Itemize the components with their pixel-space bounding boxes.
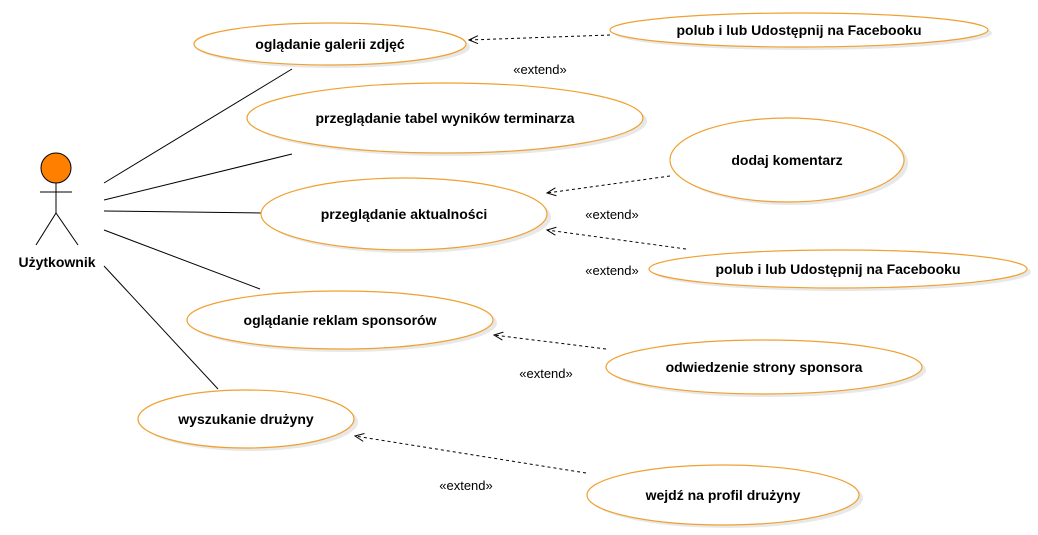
use-case-galeria[interactable]: oglądanie galerii zdjęć (193, 22, 470, 68)
extend-label: «extend» (519, 366, 573, 381)
association-galeria (103, 68, 293, 184)
extend-arrow-komentarz (547, 175, 671, 193)
use-case-komentarz[interactable]: dodaj komentarz (669, 117, 908, 205)
actor-uzytkownik[interactable]: Użytkownik (18, 152, 96, 270)
use-case-fb-aktualnosci[interactable]: polub i lub Udostępnij na Facebooku (648, 249, 1031, 291)
use-case-label: wejdź na profil drużyny (645, 487, 801, 503)
use-case-druzyny[interactable]: wyszukanie drużyny (137, 389, 358, 451)
use-case-label: przeglądanie aktualności (321, 206, 488, 222)
actor-left-leg (35, 212, 57, 246)
use-case-tabele[interactable]: przeglądanie tabel wyników terminarza (246, 82, 647, 156)
extend-arrow-fb-aktualnosci (547, 230, 687, 250)
use-case-reklamy[interactable]: oglądanie reklam sponsorów (186, 290, 497, 352)
actor-right-leg (55, 212, 79, 246)
actor-label: Użytkownik (18, 254, 95, 270)
extend-label: «extend» (513, 62, 567, 77)
association-reklamy (103, 229, 261, 290)
extend-label: «extend» (585, 207, 639, 222)
association-tabele (103, 153, 293, 201)
use-case-label: dodaj komentarz (731, 152, 842, 168)
association-druzyny (103, 265, 219, 390)
association-aktualnosci (103, 210, 263, 214)
extend-arrow-strona-sponsora (494, 335, 607, 350)
use-case-label: wyszukanie drużyny (177, 411, 314, 427)
use-case-profil-druzyny[interactable]: wejdź na profil drużyny (586, 464, 863, 528)
use-case-fb-galeria[interactable]: polub i lub Udostępnij na Facebooku (609, 12, 992, 50)
extend-arrow-profil-druzyny (355, 436, 587, 474)
extend-arrow-fb-galeria (469, 34, 611, 40)
use-case-strona-sponsora[interactable]: odwiedzenie strony sponsora (605, 339, 926, 397)
use-case-aktualnosci[interactable]: przeglądanie aktualności (260, 177, 551, 253)
use-case-label: oglądanie galerii zdjęć (255, 36, 405, 52)
use-case-label: oglądanie reklam sponsorów (244, 312, 437, 328)
use-case-label: odwiedzenie strony sponsora (666, 359, 863, 375)
extend-label: «extend» (585, 263, 639, 278)
actor-head (40, 152, 72, 184)
extend-label: «extend» (439, 478, 493, 493)
use-case-label: polub i lub Udostępnij na Facebooku (716, 261, 961, 277)
use-case-label: przeglądanie tabel wyników terminarza (315, 110, 574, 126)
use-case-label: polub i lub Udostępnij na Facebooku (677, 22, 922, 38)
